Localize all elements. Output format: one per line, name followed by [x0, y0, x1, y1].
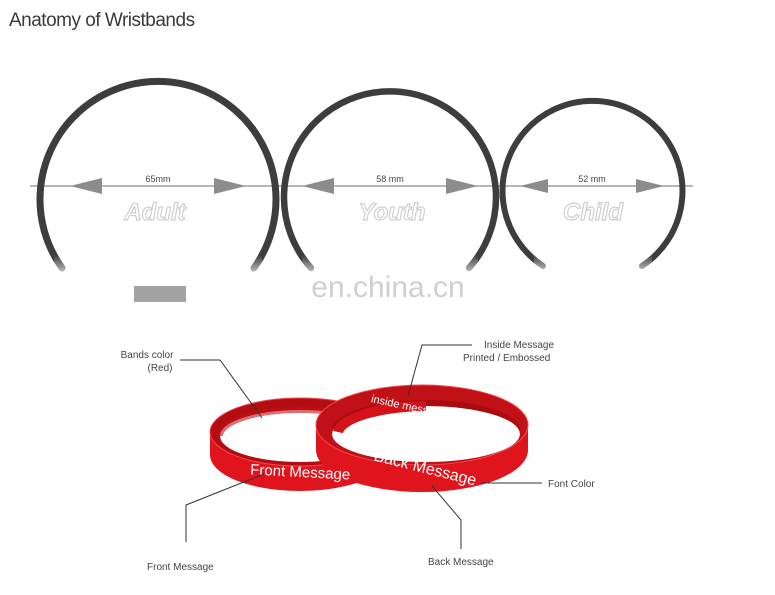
font-color-label: Font Color — [548, 479, 595, 490]
child-label: Child — [563, 199, 624, 226]
adult-measure-arrow — [70, 178, 246, 194]
back-message-label: Back Message — [428, 557, 494, 568]
inside-message-label: Inside Message — [484, 340, 554, 351]
youth-measure: 58 mm — [376, 174, 404, 184]
bands-color-label: Bands color — [121, 350, 174, 361]
front-message-label: Front Message — [147, 562, 214, 573]
youth-ring — [280, 88, 500, 281]
youth-measure-arrow — [302, 178, 478, 194]
child-measure: 52 mm — [578, 174, 606, 184]
blurred-mark — [134, 286, 186, 302]
callout-lines — [180, 344, 542, 549]
adult-measure: 65mm — [145, 174, 170, 184]
adult-label: Adult — [123, 199, 186, 226]
child-measure-arrow — [520, 179, 664, 193]
back-wristband — [315, 384, 529, 492]
youth-label: Youth — [358, 199, 425, 226]
child-ring — [499, 97, 686, 280]
watermark: en.china.cn — [311, 271, 464, 304]
inside-message-sub: Printed / Embossed — [463, 353, 550, 364]
bands-color-sub: (Red) — [147, 363, 172, 374]
adult-ring — [36, 77, 280, 302]
front-message-text: Front Message — [250, 461, 351, 483]
page-title: Anatomy of Wristbands — [9, 10, 195, 31]
